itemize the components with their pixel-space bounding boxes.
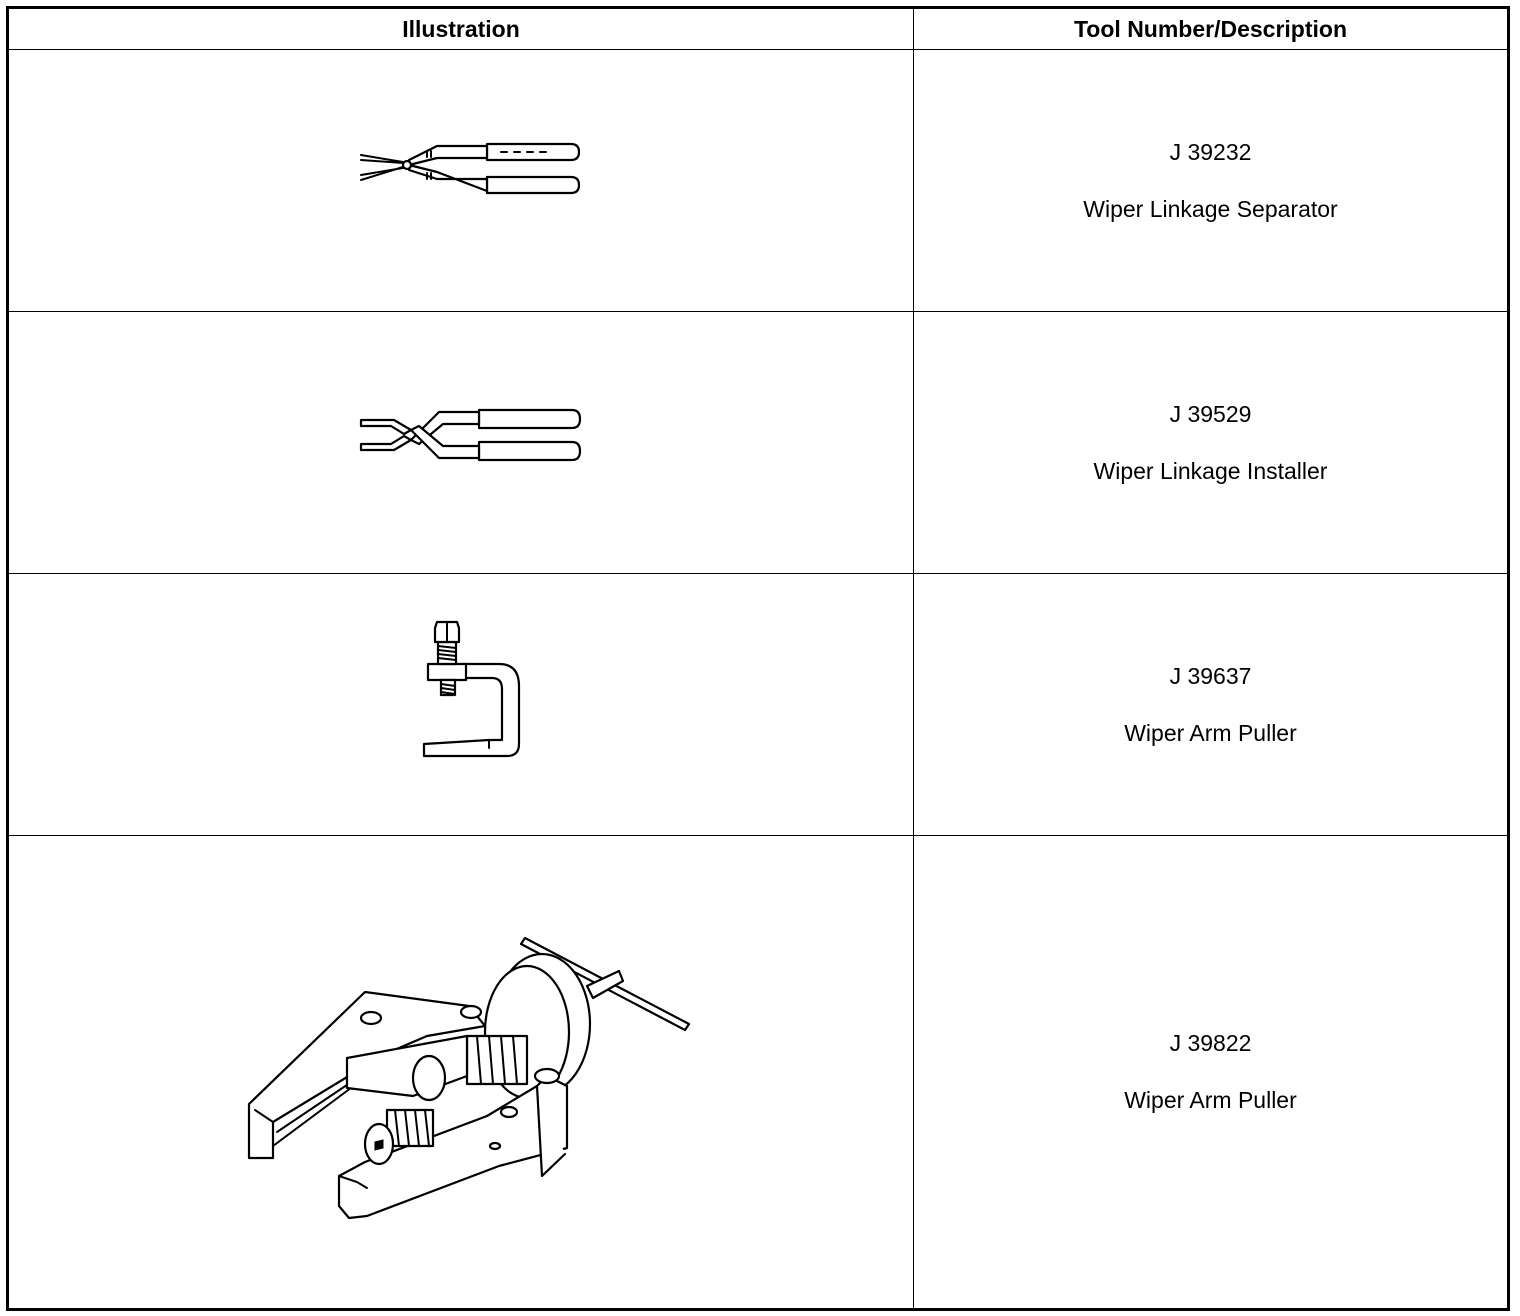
- c-clamp-puller-icon: [422, 620, 521, 758]
- table-row: J 39822 Wiper Arm Puller: [7, 835, 1509, 1310]
- illustration-cell: [7, 573, 914, 836]
- tool-number: J 39637: [1169, 662, 1252, 689]
- header-row: Illustration Tool Number/Description: [7, 7, 1509, 50]
- tool-description: Wiper Arm Puller: [1124, 719, 1297, 746]
- jaw-puller-icon: [247, 936, 691, 1220]
- wiper-linkage-separator-icon: [360, 142, 581, 195]
- tool-description: Wiper Linkage Installer: [1093, 457, 1328, 484]
- description-cell: J 39232 Wiper Linkage Separator: [913, 49, 1509, 312]
- description-cell: J 39822 Wiper Arm Puller: [913, 835, 1509, 1310]
- table-row: J 39529 Wiper Linkage Installer: [7, 311, 1509, 574]
- tool-number: J 39529: [1169, 400, 1252, 427]
- illustration-cell: [7, 311, 914, 574]
- tools-table: Illustration Tool Number/Description: [6, 6, 1510, 1311]
- header-illustration: Illustration: [7, 7, 914, 50]
- wiper-linkage-installer-icon: [359, 408, 582, 462]
- tool-number: J 39822: [1169, 1030, 1252, 1056]
- tool-number: J 39232: [1169, 138, 1252, 165]
- table-row: J 39232 Wiper Linkage Separator: [7, 49, 1509, 312]
- tool-description: Wiper Linkage Separator: [1083, 195, 1338, 222]
- header-tool-number: Tool Number/Description: [913, 7, 1509, 50]
- illustration-cell: [7, 835, 914, 1310]
- description-cell: J 39529 Wiper Linkage Installer: [913, 311, 1509, 574]
- tool-description: Wiper Arm Puller: [1124, 1087, 1297, 1113]
- table-row: J 39637 Wiper Arm Puller: [7, 573, 1509, 836]
- description-cell: J 39637 Wiper Arm Puller: [913, 573, 1509, 836]
- illustration-cell: [7, 49, 914, 312]
